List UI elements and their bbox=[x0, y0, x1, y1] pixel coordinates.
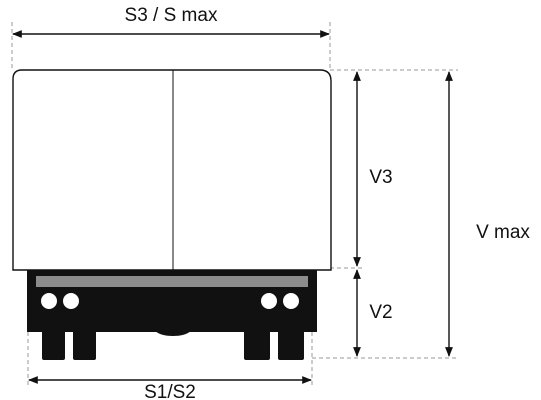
cargo-box bbox=[12, 69, 332, 271]
tail-light-right-1 bbox=[260, 292, 278, 310]
wheel-left-inner bbox=[73, 318, 96, 360]
tail-light-right-2 bbox=[282, 292, 300, 310]
wheel-right-outer bbox=[278, 318, 304, 360]
tail-light-left-2 bbox=[62, 292, 80, 310]
dimension-arrows bbox=[12, 30, 453, 384]
label-body-height: V3 bbox=[369, 167, 392, 188]
differential bbox=[150, 318, 196, 336]
label-top-width: S3 / S max bbox=[125, 5, 218, 26]
tail-lights bbox=[40, 292, 300, 310]
truck-body bbox=[12, 69, 332, 271]
wheel-left-outer bbox=[42, 318, 65, 360]
label-chassis-height: V2 bbox=[369, 302, 392, 323]
extension-lines bbox=[11, 22, 458, 388]
wheel-right-inner bbox=[244, 318, 270, 360]
tail-light-left-1 bbox=[40, 292, 58, 310]
label-bottom-width: S1/S2 bbox=[144, 382, 196, 400]
bumper-bar bbox=[36, 276, 308, 287]
truck-chassis bbox=[27, 270, 317, 362]
label-total-height: V max bbox=[476, 222, 530, 243]
